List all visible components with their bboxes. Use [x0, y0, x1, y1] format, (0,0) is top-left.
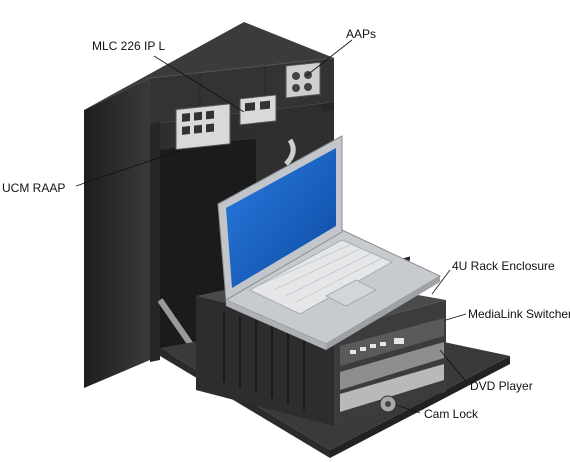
label-ucm-raap: UCM RAAP	[2, 181, 65, 195]
callout-lines	[75, 39, 469, 414]
label-aaps: AAPs	[346, 27, 376, 41]
leader-medialink	[445, 313, 467, 321]
leader-rack	[431, 269, 451, 295]
laptop-screen	[226, 148, 336, 288]
rack-lower-unit	[340, 364, 444, 412]
laptop-keyboard	[249, 239, 393, 315]
interior-cable	[284, 138, 296, 166]
ucm-raap-panel	[175, 103, 231, 151]
label-cam-lock: Cam Lock	[424, 407, 479, 421]
leader-ucm	[75, 149, 183, 187]
label-medialink-switcher: MediaLink Switcher	[468, 307, 570, 321]
leader-camlock	[395, 404, 421, 414]
label-mlc: MLC 226 IP L	[92, 39, 165, 53]
leader-aaps	[305, 39, 353, 77]
cabinet-left-side	[84, 78, 150, 388]
leader-dvd	[439, 349, 469, 385]
medialink-switcher	[340, 318, 444, 366]
cabinet-top	[84, 22, 334, 110]
leader-mlc	[153, 55, 245, 113]
label-rack-enclosure: 4U Rack Enclosure	[452, 259, 555, 273]
dvd-player	[340, 342, 444, 390]
cabinet-front-left	[150, 122, 160, 362]
mlc-panel	[239, 94, 277, 126]
aap-panels	[285, 61, 321, 99]
laptop	[217, 135, 442, 350]
laptop-trackpad	[325, 279, 377, 307]
label-dvd-player: DVD Player	[470, 379, 533, 393]
